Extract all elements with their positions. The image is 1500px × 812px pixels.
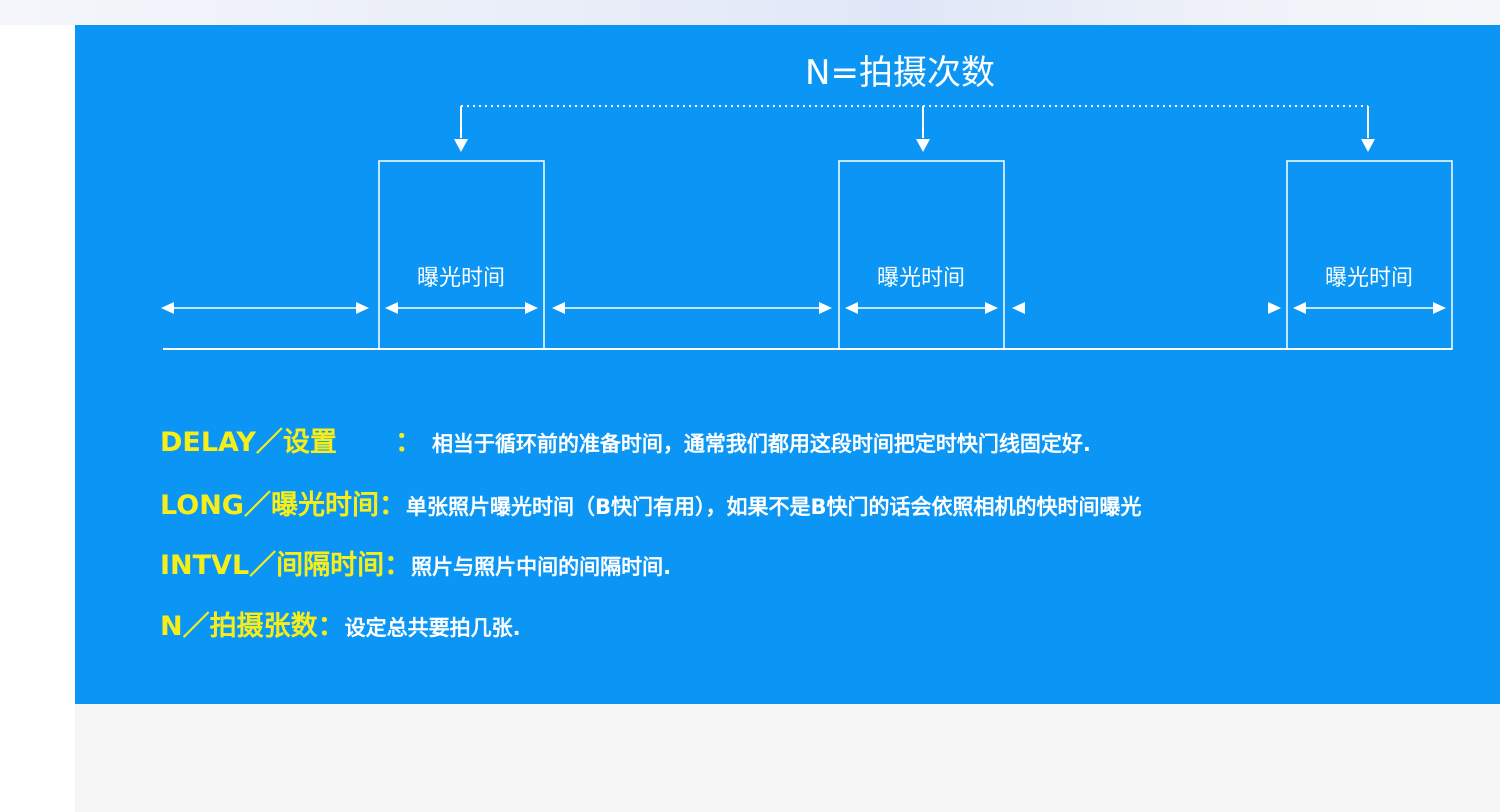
bottom-blank-area (75, 704, 1500, 812)
legend-separator: ： (394, 427, 422, 458)
arrow-right-icon (1433, 302, 1446, 314)
exposure-box-3 (1286, 160, 1453, 350)
legend-text: 相当于循环前的准备时间，通常我们都用这段时间把定时快门线固定好. (431, 432, 1091, 456)
repeat-bracket (460, 105, 1369, 138)
legend-key: LONG／曝光时间： (160, 490, 406, 521)
arrow-right-icon (985, 302, 998, 314)
arrow-left-icon (552, 302, 565, 314)
legend-text: 设定总共要拍几张. (344, 616, 521, 640)
diagram-panel (75, 25, 1500, 704)
top-gradient-band (0, 0, 1500, 25)
down-arrow-icon (454, 139, 468, 152)
legend-delay: DELAY／设置 ： 相当于循环前的准备时间，通常我们都用这段时间把定时快门线固定好… (160, 428, 1091, 459)
arrow-left-icon (385, 302, 398, 314)
exposure-label-2: 曝光时间 (877, 266, 965, 291)
legend-intvl: INTVL／间隔时间：照片与照片中间的间隔时间. (160, 551, 671, 582)
arrow-heads (161, 302, 1446, 314)
legend-text: 照片与照片中间的间隔时间. (411, 555, 672, 579)
left-margin (0, 25, 75, 812)
down-arrows (454, 139, 1375, 152)
legend-key: N／拍摄张数： (160, 611, 345, 642)
down-arrow-icon (916, 139, 930, 152)
legend-text: 单张照片曝光时间（B快门有用），如果不是B快门的话会依照相机的快时间曝光 (405, 495, 1142, 519)
exposure-label-3: 曝光时间 (1325, 266, 1413, 291)
down-arrow-icon (1361, 139, 1375, 152)
arrow-right-icon (525, 302, 538, 314)
exposure-label-1: 曝光时间 (417, 266, 505, 291)
exposure-box-2 (838, 160, 1005, 350)
legend-key: INTVL／间隔时间： (160, 550, 412, 581)
exposure-boxes (378, 160, 1453, 350)
arrow-left-icon (161, 302, 174, 314)
exposure-box-1 (378, 160, 545, 350)
legend-n: N／拍摄张数：设定总共要拍几张. (160, 612, 521, 643)
legend-key: DELAY／设置 (160, 427, 337, 458)
arrow-right-icon (356, 302, 369, 314)
diagram-title: N=拍摄次数 (805, 53, 995, 93)
arrow-right-icon (819, 302, 832, 314)
arrow-left-icon (1293, 302, 1306, 314)
arrow-left-icon (845, 302, 858, 314)
arrow-right-icon (1268, 302, 1281, 314)
timing-diagram: N=拍摄次数 曝光时间 曝光时间 曝光时间 (161, 53, 1453, 350)
legend-long: LONG／曝光时间：单张照片曝光时间（B快门有用），如果不是B快门的话会依照相机… (160, 491, 1141, 522)
arrow-left-icon (1012, 302, 1025, 314)
